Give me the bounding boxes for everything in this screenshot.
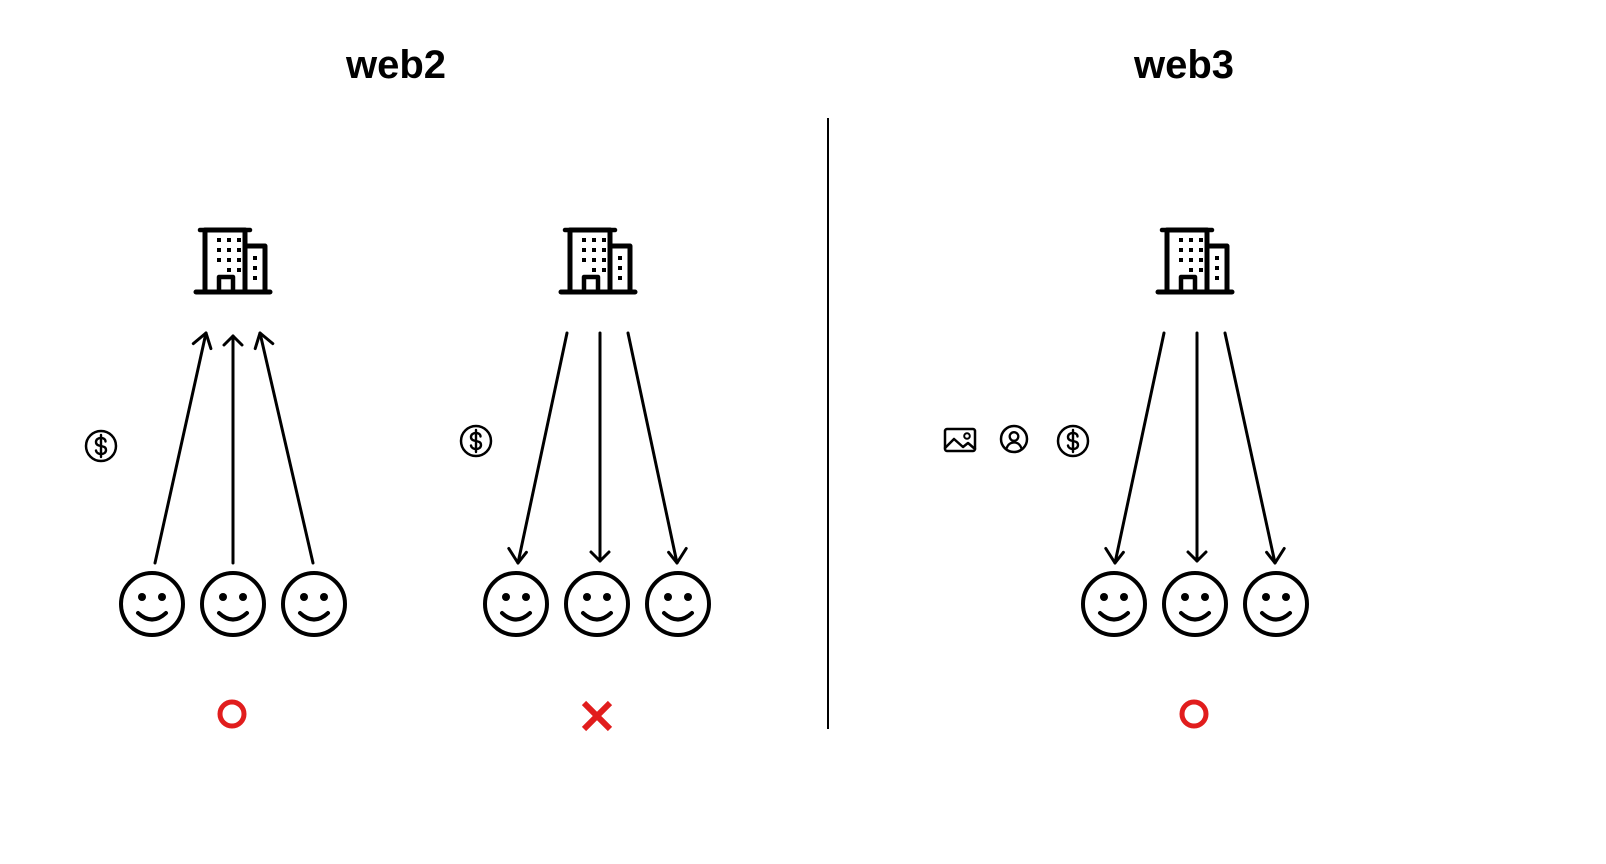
smiley-face-icon [483,571,549,637]
panel-web2-pay [84,230,347,726]
image-icon [943,427,977,453]
arrow-user3-to-company [253,331,315,565]
arrow-user1-to-company [153,331,213,565]
arrow-company-to-user3 [1223,331,1286,565]
smiley-face-icon [1162,571,1228,637]
panel-web3-share [943,230,1309,726]
dollar-coin-icon [459,424,493,458]
title-web3: web3 [1133,43,1234,87]
building-icon [561,230,635,292]
title-web2: web2 [345,43,446,87]
smiley-face-icon [1081,571,1147,637]
cross-mark [584,703,610,729]
smiley-face-icon [281,571,347,637]
smiley-face-icon [119,571,185,637]
dollar-coin-icon [1056,424,1090,458]
arrow-company-to-user2 [589,331,611,563]
building-icon [196,230,270,292]
smiley-face-icon [645,571,711,637]
arrow-company-to-user3 [626,331,688,565]
building-icon [1158,230,1232,292]
smiley-face-icon [200,571,266,637]
user-profile-icon [999,424,1029,454]
arrow-company-to-user2 [1186,331,1208,563]
arrow-company-to-user1 [1104,331,1166,565]
panel-web2-share [459,230,711,729]
dollar-coin-icon [84,429,118,463]
smiley-face-icon [1243,571,1309,637]
circle-mark [220,702,244,726]
arrow-company-to-user1 [507,331,569,565]
circle-mark [1182,702,1206,726]
smiley-face-icon [564,571,630,637]
arrow-user2-to-company [222,334,244,565]
